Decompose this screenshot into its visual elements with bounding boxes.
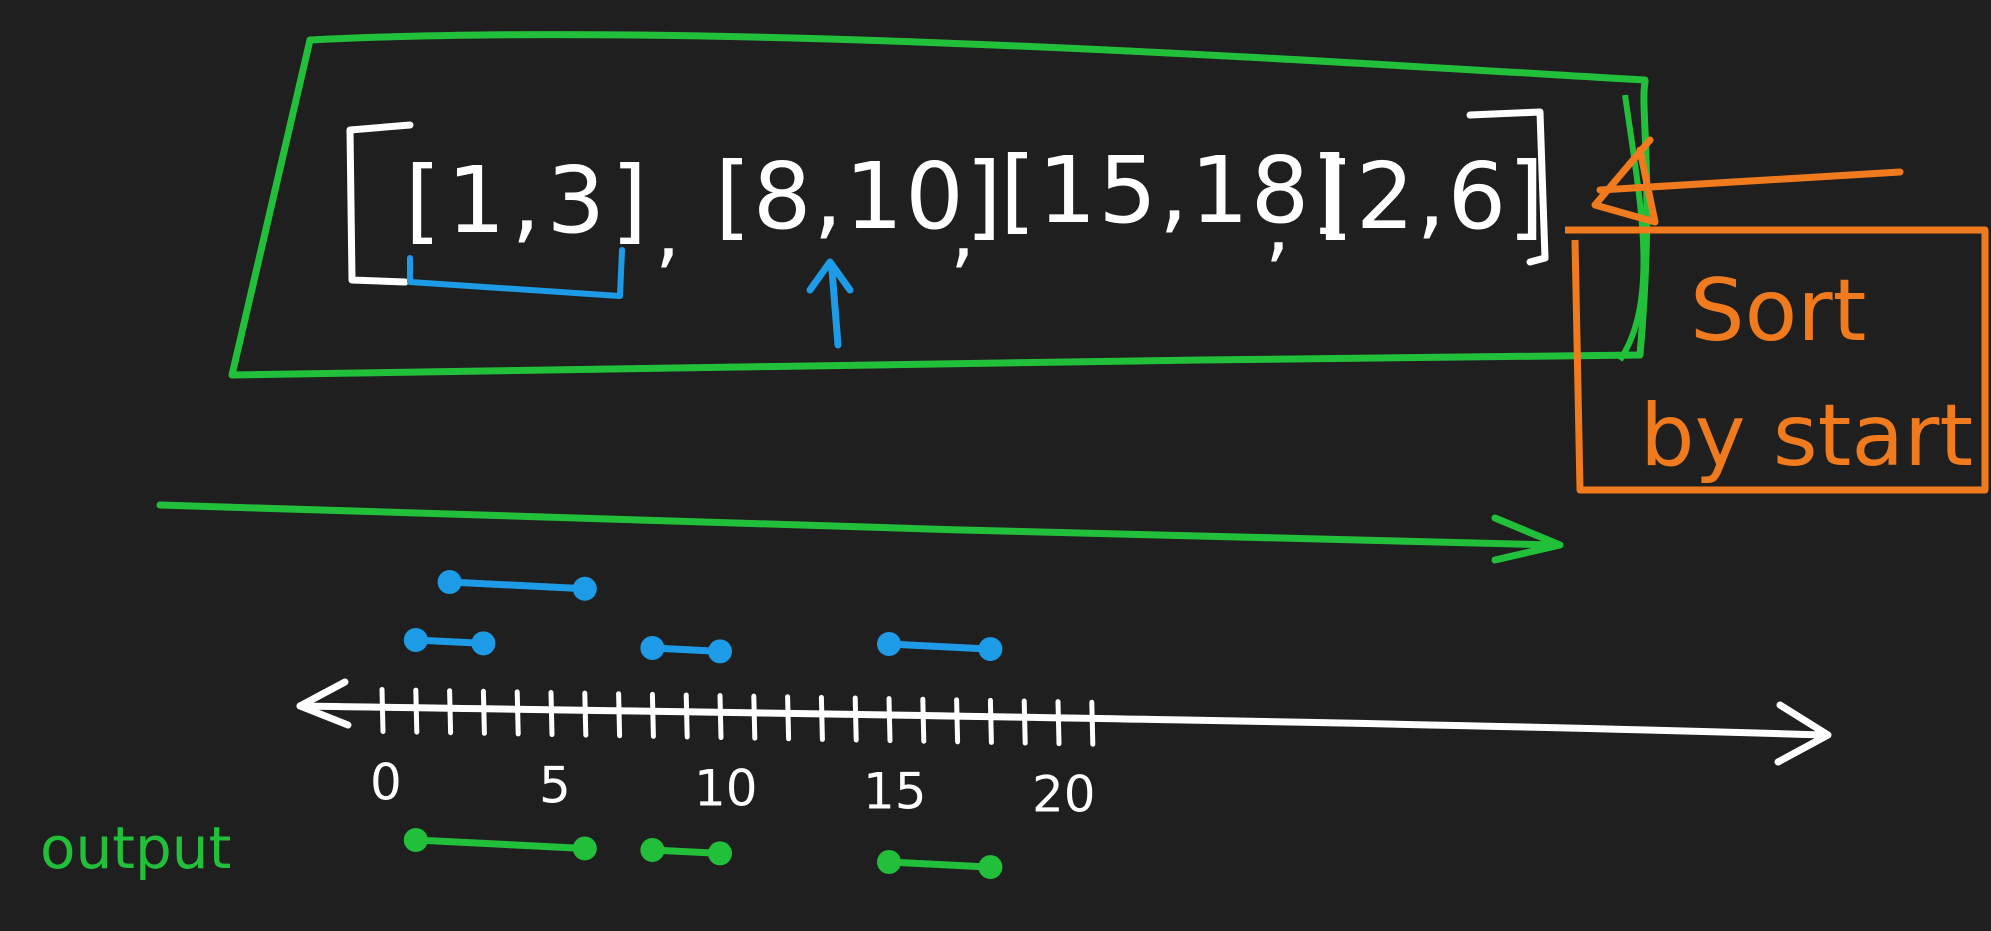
output-interval-3 bbox=[877, 850, 1003, 880]
list-highlight-box bbox=[228, 31, 1651, 379]
number-line-ticks bbox=[379, 686, 1096, 747]
interval-item-3: [15,18] bbox=[1000, 137, 1349, 244]
tick-19 bbox=[1021, 698, 1028, 746]
tick-10 bbox=[717, 693, 724, 741]
tick-20 bbox=[1055, 699, 1062, 747]
separator-3: , bbox=[1265, 178, 1290, 271]
output-interval-2-end-point bbox=[708, 841, 732, 866]
output-intervals bbox=[403, 828, 1003, 880]
sort-note-line-2: by start bbox=[1640, 386, 1973, 486]
pointer-arrow-up bbox=[806, 258, 854, 349]
outer-close-bracket bbox=[1466, 108, 1549, 266]
output-interval-3-start-point bbox=[877, 850, 901, 874]
tick-label-15: 15 bbox=[863, 763, 927, 821]
list-highlight-box-edge bbox=[1617, 94, 1647, 362]
output-interval-2 bbox=[640, 838, 732, 866]
tick-7 bbox=[616, 691, 623, 739]
input-interval-1-start-point bbox=[403, 628, 428, 652]
number-line-right-arrowhead bbox=[1774, 701, 1832, 766]
tick-13 bbox=[818, 694, 825, 742]
output-interval-3-segment bbox=[885, 858, 994, 871]
tick-label-10: 10 bbox=[694, 760, 758, 818]
output-interval-2-start-point bbox=[640, 838, 665, 862]
output-label: output bbox=[40, 814, 231, 882]
input-interval-3-start-point bbox=[640, 636, 665, 660]
output-interval-3-end-point bbox=[978, 855, 1003, 880]
sort-note-line-1: Sort bbox=[1690, 261, 1866, 361]
tick-3 bbox=[480, 688, 487, 736]
tick-17 bbox=[954, 697, 961, 745]
tick-1 bbox=[413, 687, 420, 735]
sort-note-arrow bbox=[1591, 136, 1904, 226]
tick-12 bbox=[785, 694, 792, 742]
tick-9 bbox=[683, 692, 690, 740]
tick-0 bbox=[379, 686, 386, 734]
tick-21 bbox=[1089, 699, 1096, 747]
first-interval-underline bbox=[407, 247, 625, 299]
interval-item-1: [1,3] bbox=[405, 147, 653, 254]
input-interval-2-end-point bbox=[572, 576, 597, 601]
number-line-axis bbox=[296, 702, 1829, 739]
tick-8 bbox=[649, 691, 656, 739]
input-interval-2-segment bbox=[446, 578, 589, 593]
output-interval-1-segment bbox=[412, 836, 589, 852]
interval-item-4: [2,6] bbox=[1318, 143, 1546, 250]
tick-16 bbox=[920, 696, 927, 744]
separator-2: , bbox=[950, 184, 975, 277]
tick-14 bbox=[852, 695, 859, 743]
input-interval-2 bbox=[437, 570, 597, 601]
input-interval-2-start-point bbox=[437, 570, 462, 594]
input-interval-4-segment bbox=[885, 640, 994, 653]
input-interval-1 bbox=[403, 628, 496, 656]
tick-2 bbox=[447, 688, 454, 736]
separator-1: , bbox=[655, 184, 680, 277]
output-interval-1 bbox=[403, 828, 597, 861]
outer-open-bracket bbox=[346, 121, 414, 286]
tick-4 bbox=[514, 689, 521, 737]
tick-18 bbox=[987, 697, 994, 745]
tick-label-20: 20 bbox=[1032, 766, 1096, 824]
input-interval-4 bbox=[877, 632, 1003, 662]
tick-label-5: 5 bbox=[539, 757, 571, 815]
input-interval-1-end-point bbox=[471, 631, 496, 656]
input-interval-4-end-point bbox=[978, 637, 1003, 662]
output-interval-1-end-point bbox=[572, 836, 597, 861]
interval-item-2: [8,10] bbox=[715, 143, 1004, 250]
tick-15 bbox=[886, 696, 893, 744]
sort-note-box bbox=[1565, 226, 1989, 494]
number-line-left-arrowhead bbox=[296, 678, 352, 729]
input-interval-3 bbox=[640, 636, 732, 664]
output-interval-1-start-point bbox=[403, 828, 428, 852]
tick-6 bbox=[582, 690, 589, 738]
tick-label-0: 0 bbox=[370, 753, 402, 811]
number-line: 0 5 10 15 20 bbox=[296, 678, 1832, 824]
scan-direction-arrow bbox=[156, 501, 1564, 564]
input-interval-4-start-point bbox=[877, 632, 901, 656]
input-interval-3-end-point bbox=[708, 639, 732, 664]
tick-5 bbox=[548, 690, 555, 738]
input-intervals bbox=[403, 570, 1003, 664]
number-line-tick-labels: 0 5 10 15 20 bbox=[370, 753, 1096, 823]
tick-11 bbox=[751, 693, 758, 741]
